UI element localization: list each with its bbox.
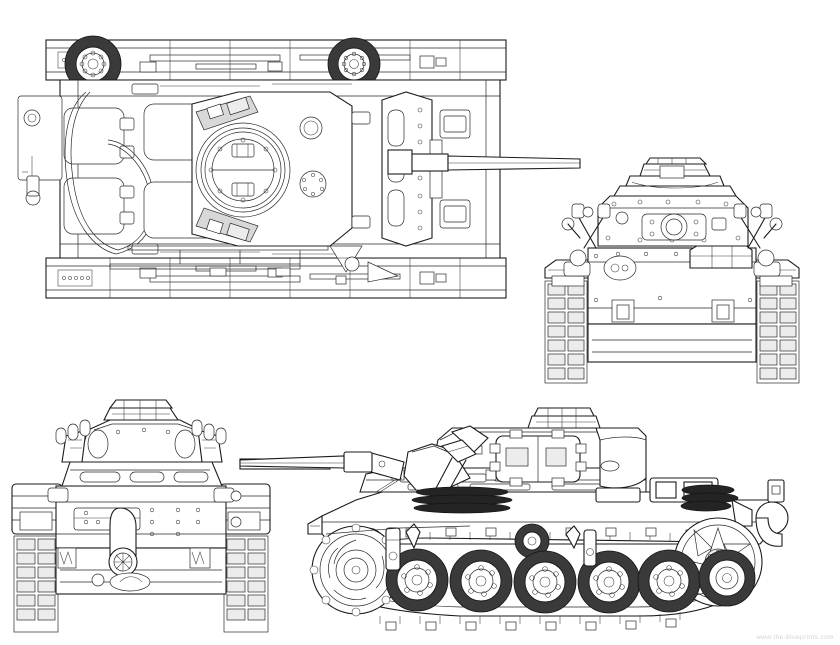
hull-nose: [307, 515, 323, 535]
road-wheel-group: [385, 548, 756, 614]
road-wheel: [637, 549, 701, 613]
engine-hatch-group: [63, 107, 135, 235]
rear-view: [544, 157, 800, 384]
spare-road-wheel-front: [64, 35, 122, 93]
cupola-rear: [639, 157, 711, 179]
rear-view-track-left: [544, 280, 588, 384]
top-view: [17, 35, 581, 299]
rear-exhaust-muffler: [563, 249, 781, 277]
turret-vision-port-right: [195, 207, 259, 243]
turret-side-hatch: [489, 429, 587, 487]
hull-mg-mount: [108, 507, 138, 577]
front-view-track-right: [223, 535, 269, 633]
rear-view-track-right: [756, 280, 800, 384]
gun-barrel-top: [387, 149, 581, 175]
turret-stowage-bin: [595, 427, 647, 489]
road-wheel: [449, 549, 513, 613]
rear-tool-group-left: [561, 203, 611, 249]
watermark: www.the-blueprints.com: [756, 634, 834, 641]
road-wheel: [385, 548, 449, 612]
recoil-bellows: [411, 486, 513, 514]
front-view: [11, 399, 331, 633]
smoke-discharger: [755, 479, 789, 547]
engine-deck: [17, 95, 63, 206]
front-cupola: [103, 399, 180, 421]
road-wheel: [698, 549, 756, 607]
turret-vision-port-left: [195, 95, 259, 131]
road-wheel: [513, 550, 577, 614]
superstructure-hatch: [615, 211, 727, 241]
commander-cupola: [195, 122, 291, 218]
gun-assembly-side: [239, 425, 489, 493]
rear-stowage-box: [689, 243, 753, 269]
spare-road-wheel-rear: [327, 37, 381, 91]
front-side-boxes: [55, 419, 227, 463]
rear-hull-hatch: [603, 255, 637, 281]
suspension-group: [385, 523, 597, 571]
headlight-group: [47, 487, 242, 528]
side-view: [239, 407, 789, 631]
side-cupola: [527, 407, 601, 429]
rear-tool-group-right: [733, 203, 783, 249]
exhaust-muffler-side: [680, 484, 753, 527]
front-view-track-left: [13, 535, 59, 633]
turret-roof-vent: [299, 170, 327, 198]
stowage-rail-group: [109, 245, 329, 277]
tow-shackle: [329, 245, 400, 285]
tow-hook-group: [57, 547, 211, 592]
